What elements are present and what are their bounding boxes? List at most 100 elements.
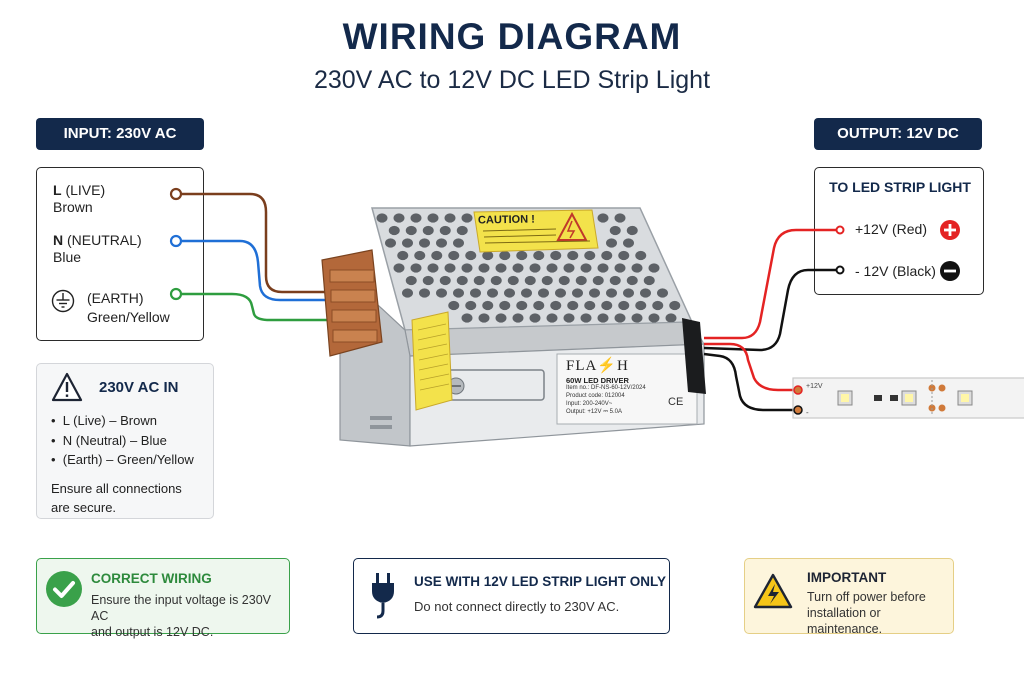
vent-hole (524, 275, 536, 286)
vent-hole (648, 263, 660, 273)
vent-hole (609, 275, 621, 286)
vent-hole (439, 225, 451, 236)
info-note: Ensure all connections are secure. (51, 481, 182, 515)
vent-hole (516, 250, 528, 261)
diagram-title: WIRING DIAGRAM (342, 16, 682, 57)
vent-hole (592, 275, 604, 286)
led-driver (321, 207, 706, 447)
vent-hole (652, 300, 664, 311)
vent-hole (597, 213, 609, 223)
brand-logo: FLA⚡H (566, 358, 629, 374)
vent-hole (436, 238, 447, 248)
vent-hole (461, 263, 473, 273)
vent-hole (563, 313, 575, 323)
vent-hole (385, 238, 396, 248)
negative-wire-to-box (703, 268, 838, 352)
vent-hole (589, 288, 600, 298)
earth-terminal-dot (169, 287, 183, 301)
vent-hole (601, 250, 613, 261)
vent-hole (410, 213, 422, 223)
vent-hole (456, 225, 468, 236)
vent-hole (431, 250, 443, 261)
use-card-body: Do not connect directly to 230V AC. (414, 599, 620, 614)
vent-hole (635, 250, 647, 261)
vent-hole (465, 300, 477, 311)
driver-model: 60W LED DRIVER (566, 376, 629, 385)
vent-hole (504, 288, 515, 298)
use-12v-card: USE WITH 12V LED STRIP LIGHT ONLY Do not… (353, 558, 670, 634)
vent-hole (533, 250, 545, 261)
vent-hole (410, 263, 422, 273)
vent-hole (427, 213, 439, 223)
vent-hole (444, 213, 456, 223)
vent-hole (461, 213, 473, 223)
vent-hole (444, 263, 456, 273)
vent-hole (499, 300, 511, 311)
input-badge: INPUT: 230V AC (36, 118, 204, 150)
check-circle-icon (45, 570, 83, 613)
neutral-terminal-dot (169, 234, 183, 248)
vent-hole (567, 250, 579, 261)
vent-hole (436, 288, 447, 298)
vent-hole (490, 275, 502, 286)
vent-hole (618, 300, 630, 311)
neutral-wire (178, 239, 340, 302)
vent-hole (665, 313, 677, 323)
vent-hole (669, 300, 681, 311)
vent-hole (541, 275, 553, 286)
vent-hole (575, 275, 587, 286)
vent-hole (422, 275, 434, 286)
caution-text: CAUTION ! (477, 213, 535, 227)
vent-hole (631, 313, 643, 323)
vent-hole (507, 275, 519, 286)
vent-hole (439, 275, 451, 286)
vent-hole (495, 313, 507, 323)
vent-hole (516, 300, 528, 311)
vent-hole (448, 250, 460, 261)
vent-hole (546, 313, 558, 323)
vent-hole (453, 288, 464, 298)
info-bullet: • L (Live) – Brown (51, 413, 157, 428)
vent-hole (640, 288, 651, 298)
vent-hole (623, 238, 634, 248)
earth-wire (178, 292, 340, 322)
vent-hole (521, 288, 532, 298)
vent-hole (388, 225, 400, 236)
negative-wire-label: - 12V (Black) (855, 263, 936, 279)
important-card-title: IMPORTANT (807, 570, 887, 585)
vent-hole (495, 263, 507, 273)
plug-icon (368, 571, 398, 626)
vent-hole (478, 313, 490, 323)
vent-hole (405, 225, 417, 236)
wire-earth-label: (EARTH) (87, 290, 144, 306)
warning-icon (556, 211, 588, 241)
negative-wire-to-strip (703, 352, 798, 412)
vent-hole (550, 300, 562, 311)
correct-card-title: CORRECT WIRING (91, 571, 212, 586)
vent-hole (563, 263, 575, 273)
vent-hole (402, 238, 413, 248)
vent-hole (419, 238, 430, 248)
correct-card-body: Ensure the input voltage is 230V AC and … (91, 593, 271, 639)
warning-triangle-icon (51, 372, 83, 407)
live-terminal-dot (169, 187, 183, 201)
wire-live-label: L (LIVE) Brown (53, 182, 106, 215)
vent-hole (580, 313, 592, 323)
live-wire (178, 192, 340, 294)
vent-hole (572, 288, 583, 298)
vent-hole (487, 288, 498, 298)
vent-hole (470, 288, 481, 298)
vent-hole (631, 263, 643, 273)
vent-hole (601, 300, 613, 311)
vent-hole (584, 250, 596, 261)
vent-hole (597, 313, 609, 323)
vent-hole (626, 275, 638, 286)
output-box-title: TO LED STRIP LIGHT (829, 179, 971, 195)
info-card-title: 230V AC IN (99, 379, 179, 396)
strip-minus-label: - (806, 408, 809, 417)
vent-hole (376, 213, 388, 223)
earth-ground-icon (51, 289, 75, 318)
positive-wire-to-box (704, 228, 838, 340)
driver-input-spec: Input: 200-240V~ (566, 401, 613, 407)
vent-hole (393, 213, 405, 223)
